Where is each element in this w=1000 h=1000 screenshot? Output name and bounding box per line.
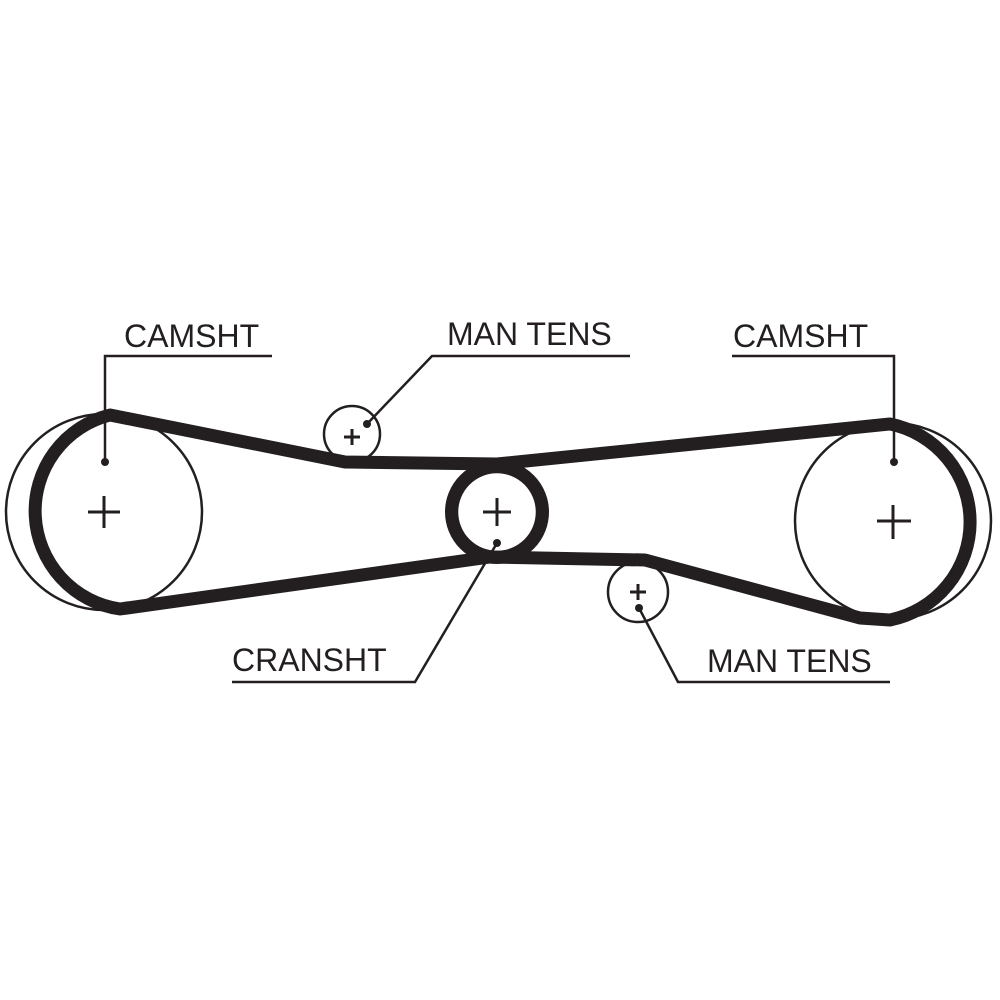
crankshaft-callout: CRANSHT [232,539,501,684]
camshaft-right-label: CAMSHT [733,318,868,354]
crankshaft-label: CRANSHT [232,642,387,678]
timing-belt [28,408,977,627]
tensioner-lower-callout: MAN TENS [635,604,890,684]
tensioner-upper-callout: MAN TENS [363,316,630,428]
camshaft-right-callout: CAMSHT [732,318,898,466]
camshaft-left-label: CAMSHT [124,318,259,354]
camshaft-left-callout: CAMSHT [101,318,272,466]
tensioner-lower-label: MAN TENS [707,643,872,679]
tensioner-lower-pulley [606,560,670,624]
tensioner-upper-label: MAN TENS [447,316,612,352]
crankshaft-belt-wrap [445,460,549,564]
